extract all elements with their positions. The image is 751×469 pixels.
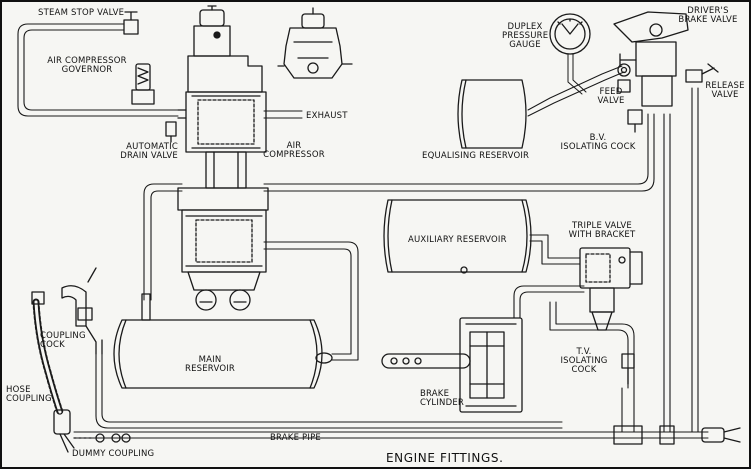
label-line: RELEASE [705, 81, 745, 91]
label-steam-stop-valve: STEAM STOP VALVE [38, 8, 125, 18]
label-line: AUTOMATIC [126, 142, 178, 152]
auxiliary-to-triple-pipe [529, 234, 581, 265]
main-reservoir [113, 293, 333, 389]
air-compressor-governor [131, 63, 155, 105]
label-bv-isolating-cock: B.V. ISOLATING COCK [552, 134, 644, 152]
label-line: DUPLEX [507, 22, 543, 32]
label-line: ISOLATING [560, 356, 608, 366]
main-air-pipe [143, 113, 655, 301]
label-tv-isolating-cock: T.V. ISOLATING COCK [558, 348, 610, 375]
label-duplex-pressure-gauge: DUPLEX PRESSURE GAUGE [502, 23, 548, 50]
label-automatic-drain-valve: AUTOMATIC DRAIN VALVE [102, 143, 178, 161]
label-line: T.V. [576, 347, 592, 357]
label-main-reservoir: MAIN RESERVOIR [178, 356, 242, 374]
label-brake-pipe: BRAKE PIPE [270, 433, 321, 443]
automatic-drain-valve [165, 121, 177, 143]
triple-to-brake-cylinder-pipe [513, 285, 585, 319]
label-air-compressor: AIR COMPRESSOR [258, 142, 330, 160]
label-line: BRAKE [420, 389, 450, 399]
label-line: B.V. [589, 133, 607, 143]
label-line: COCK [40, 340, 65, 350]
brake-cylinder [381, 317, 523, 413]
label-line: VALVE [711, 90, 739, 100]
bv-isolating-cock [627, 109, 643, 133]
exhaust-pipe [263, 110, 303, 119]
label-line: AIR [286, 141, 302, 151]
label-triple-valve: TRIPLE VALVE WITH BRACKET [562, 222, 642, 240]
label-brake-cylinder: BRAKE CYLINDER [420, 390, 464, 408]
diagram-title: ENGINE FITTINGS. [386, 451, 504, 465]
label-feed-valve: FEED VALVE [594, 88, 628, 106]
coupling-cock [61, 267, 103, 355]
label-line: FEED [599, 87, 623, 97]
label-auxiliary-reservoir: AUXILIARY RESERVOIR [408, 235, 507, 245]
feed-valve [617, 63, 631, 93]
steam-pipe [17, 23, 179, 117]
brake-pipe [73, 87, 709, 439]
label-line: BRAKE VALVE [678, 15, 738, 25]
brake-pipe-end-coupling [613, 425, 741, 445]
auxiliary-reservoir [383, 199, 532, 274]
label-line: GAUGE [509, 40, 541, 50]
label-line: PRESSURE [502, 31, 549, 41]
duplex-pressure-gauge [549, 13, 591, 55]
label-line: RESERVOIR [184, 364, 236, 374]
dummy-coupling [73, 433, 131, 443]
label-line: DRIVER'S [687, 6, 729, 16]
drivers-brake-valve [613, 11, 689, 107]
triple-valve [579, 247, 643, 331]
label-line: GOVERNOR [61, 65, 113, 75]
label-line: TRIPLE VALVE [571, 221, 632, 231]
label-dummy-coupling: DUMMY COUPLING [72, 449, 155, 459]
air-compressor [177, 5, 269, 311]
label-line: COCK [571, 365, 597, 375]
label-line: COUPLING [40, 331, 86, 341]
label-line: COMPRESSOR [263, 150, 325, 160]
label-line: COUPLING [6, 394, 52, 404]
compressor-discharge-pipe [263, 241, 359, 361]
equalising-reservoir [457, 79, 527, 149]
label-equalising-reservoir: EQUALISING RESERVOIR [422, 151, 530, 161]
label-line: WITH BRACKET [568, 230, 636, 240]
label-release-valve: RELEASE VALVE [702, 82, 748, 100]
label-line: AIR COMPRESSOR [47, 56, 127, 66]
release-valve [685, 63, 719, 83]
gauge-feed-pipe [527, 53, 625, 117]
label-hose-coupling: HOSE COUPLING [6, 386, 52, 404]
label-line: HOSE [6, 385, 31, 395]
label-line: DRAIN VALVE [120, 151, 178, 161]
governor-section [277, 7, 353, 79]
label-drivers-brake-valve: DRIVER'S BRAKE VALVE [668, 7, 748, 25]
label-line: VALVE [597, 96, 625, 106]
hose-coupling [31, 291, 75, 453]
label-air-compressor-governor: AIR COMPRESSOR GOVERNOR [42, 57, 132, 75]
steam-stop-valve [123, 11, 139, 35]
label-line: MAIN [198, 355, 222, 365]
label-line: ISOLATING COCK [560, 142, 636, 152]
label-line: CYLINDER [420, 398, 465, 408]
tv-isolating-cock [621, 353, 635, 385]
label-exhaust: EXHAUST [306, 111, 348, 121]
label-coupling-cock: COUPLING COCK [40, 332, 86, 350]
